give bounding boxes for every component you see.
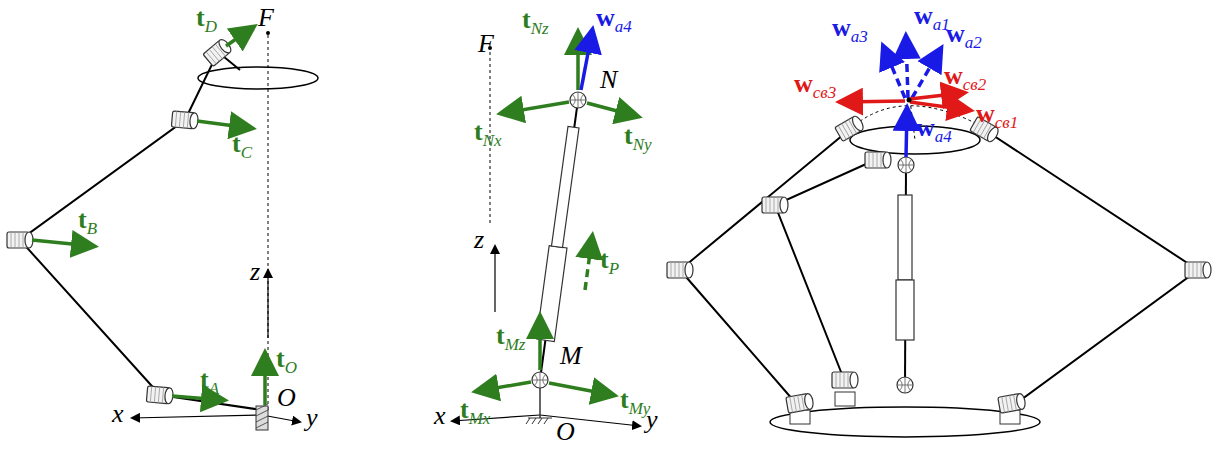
point-label: M: [560, 342, 582, 370]
point-label: z: [474, 226, 484, 254]
point-label: N: [600, 66, 617, 94]
vector-label: tC: [232, 130, 252, 161]
vector-label: tNx: [474, 118, 502, 149]
vector-label: wa4: [916, 114, 952, 145]
vector-label: wa1: [914, 2, 950, 33]
point-label: O: [556, 418, 575, 446]
vector-label: tNy: [624, 122, 652, 153]
vector-label: tO: [276, 345, 297, 376]
point-label: y: [646, 406, 658, 434]
vector-label: wa3: [832, 14, 868, 45]
vector-label: tP: [600, 246, 619, 277]
point-label: x: [112, 400, 124, 428]
point-label: x: [434, 402, 446, 430]
point-label: F: [478, 30, 494, 58]
point-label: F: [258, 4, 274, 32]
vector-label: wсв2: [944, 62, 986, 93]
vector-label: tMz: [496, 322, 525, 353]
vector-label: wa2: [946, 20, 982, 51]
vector-label: wa4: [596, 4, 632, 35]
point-label: O: [277, 384, 296, 412]
vector-label: tMx: [460, 396, 490, 427]
vector-label: wсв3: [794, 70, 836, 101]
point-label: z: [250, 258, 260, 286]
vector-label: tB: [78, 206, 97, 237]
point-label: y: [306, 404, 318, 432]
vector-label: tNz: [522, 6, 549, 37]
vector-label: tD: [196, 4, 217, 35]
vector-label: wсв1: [976, 100, 1018, 131]
vector-label: tMy: [620, 386, 650, 417]
vector-label: tA: [200, 366, 219, 397]
